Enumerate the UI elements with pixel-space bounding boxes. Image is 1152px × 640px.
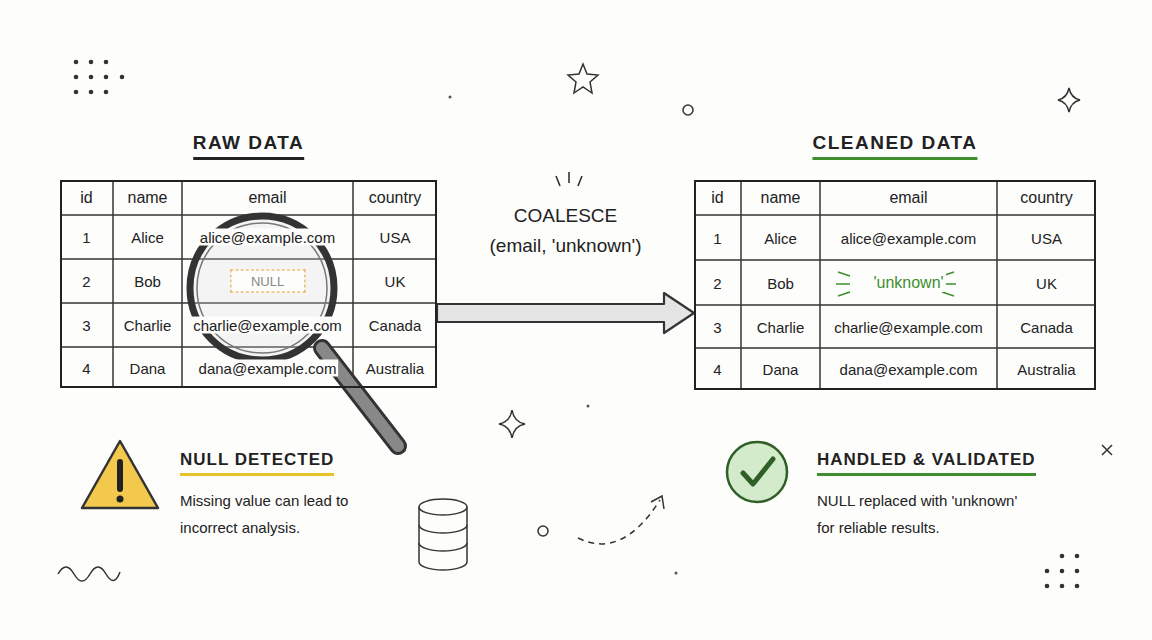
dot [89,75,94,80]
table-rule [694,347,1096,349]
table-rule [352,180,354,388]
column-header: email [246,189,288,207]
column-header: email [887,189,929,207]
table-cell: 2 [711,274,723,291]
callout-title: HANDLED & VALIDATED [817,450,1036,476]
dot [120,75,125,80]
sparkle-doodle [499,410,525,438]
table-cell: dana@example.com [838,361,980,378]
table-cell: 4 [711,361,723,378]
column-header: name [758,189,802,207]
circle-doodle [538,526,548,536]
dot [1060,554,1065,559]
highlight-rays [836,272,956,296]
block-arrow [437,293,694,333]
table-cell: alice@example.com [839,229,978,246]
table-cell: 3 [80,317,92,334]
table-grid [60,180,1096,390]
dot [1045,584,1050,589]
table-cell: 3 [711,318,723,335]
column-header: country [1018,189,1074,207]
table-cell: Australia [364,359,426,376]
database-icon [419,499,467,570]
dot [1060,569,1065,574]
dot [74,60,79,65]
table-rule [740,180,742,390]
table-cell: Charlie [755,318,807,335]
table-heading: CLEANED DATA [812,132,977,160]
table-rule [112,180,114,388]
table-cell: USA [378,229,413,246]
dot [104,60,109,65]
table-cell: 2 [80,273,92,290]
dot-doodle [449,96,452,99]
table-rule [694,214,1096,216]
dot-decoration [74,60,1080,589]
squiggle-doodle [58,567,120,581]
dashed-arrow-doodle [578,500,660,544]
null-cell: NULL [230,270,305,293]
dot [89,60,94,65]
dot [104,90,109,95]
table-cell: 1 [711,229,723,246]
table-cell: Alice [762,229,799,246]
star-doodle [568,64,598,93]
circle-doodle [683,105,693,115]
dot-doodle [675,572,678,575]
callout-title: NULL DETECTED [180,450,334,476]
dot [104,75,109,80]
replaced-cell: 'unknown' [871,274,945,292]
table-cell: Dana [761,361,801,378]
table-cell: Canada [367,317,424,334]
table-cell: Canada [1018,318,1075,335]
dot [1060,584,1065,589]
table-cell: charlie@example.com [191,317,344,334]
table-cell: Dana [128,359,168,376]
column-header: id [78,189,94,207]
callout-note: Missing value can lead to incorrect anal… [180,487,385,541]
column-header: country [367,189,423,207]
table-rule [996,180,998,390]
dot [74,75,79,80]
column-header: id [709,189,725,207]
callout-note: NULL replaced with 'unknown' for reliabl… [817,487,1031,541]
table-heading: RAW DATA [193,132,305,160]
dot [1045,569,1050,574]
table-cell: alice@example.com [198,229,337,246]
x-doodle [1102,445,1112,455]
dot [1075,569,1080,574]
table-cell: dana@example.com [197,359,339,376]
dot [1075,584,1080,589]
table-cell: Australia [1015,361,1077,378]
dot [74,90,79,95]
table-cell: Charlie [122,317,174,334]
table-rule [819,180,821,390]
table-rule [181,180,183,388]
table-cell: UK [1034,274,1059,291]
table-rule [694,259,1096,261]
column-header: name [125,189,169,207]
table-cell: USA [1029,229,1064,246]
table-cell: 4 [80,359,92,376]
table-cell: 1 [80,229,92,246]
dot-doodle [587,405,590,408]
dashed-arrow-head [651,496,664,509]
dot [1075,554,1080,559]
table-rule [694,304,1096,306]
table-cell: charlie@example.com [832,318,985,335]
emphasis-rays [556,172,582,186]
table-cell: Bob [765,274,796,291]
warning-icon [82,441,158,508]
table-cell: UK [383,273,408,290]
check-icon [727,442,787,502]
sparkle-doodle [1058,88,1080,112]
function-label: COALESCE (email, 'unknown') [486,201,646,261]
table-cell: Alice [129,229,166,246]
dot [89,90,94,95]
table-cell: Bob [132,273,163,290]
